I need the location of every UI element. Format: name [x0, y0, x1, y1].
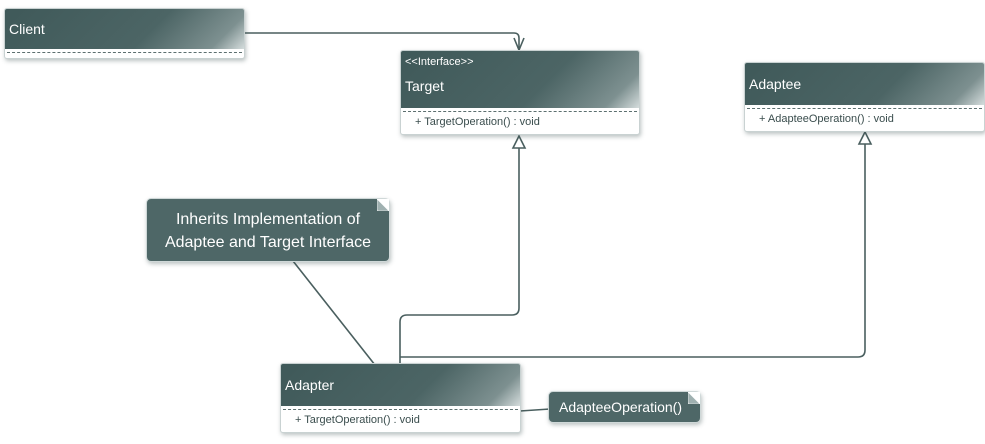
adapter-operation: + TargetOperation() : void: [295, 414, 420, 426]
adapter-class-header: Adapter: [281, 364, 520, 406]
adapter-class-name: Adapter: [285, 377, 335, 393]
adaptee-inheritance-triangle: [857, 130, 873, 145]
adaptee-op-note-anchor-line: [519, 408, 551, 412]
target-inheritance-triangle: [511, 134, 527, 149]
note-fold-icon: [377, 199, 389, 211]
adapter-adaptee-generalization-line: [400, 143, 866, 358]
target-interface-name: Target: [405, 78, 444, 94]
adaptee-class-header: Adaptee: [745, 63, 984, 105]
inherits-note[interactable]: Inherits Implementation of Adaptee and T…: [146, 198, 390, 262]
inherits-note-line-1: Inherits Implementation of: [175, 211, 361, 228]
adaptee-operation-note-text: AdapteeOperation(): [559, 399, 682, 415]
inherits-note-anchor-line: [292, 260, 376, 366]
adapter-class[interactable]: Adapter + TargetOperation() : void: [280, 363, 521, 433]
inherits-note-line-2: Adaptee and Target Interface: [164, 234, 372, 251]
adapter-class-separator: [283, 409, 518, 410]
client-class-separator: [7, 52, 242, 53]
target-stereotype: <<Interface>>: [405, 56, 474, 68]
adaptee-class-separator: [747, 108, 982, 109]
target-interface-separator: [403, 111, 637, 112]
adaptee-operation-note[interactable]: AdapteeOperation(): [548, 391, 701, 423]
adaptee-class[interactable]: Adaptee + AdapteeOperation() : void: [744, 62, 985, 132]
adaptee-operation: + AdapteeOperation() : void: [759, 113, 894, 125]
client-class-header: Client: [5, 9, 244, 49]
client-target-association-line: [244, 32, 520, 50]
adaptee-class-name: Adaptee: [749, 76, 802, 92]
target-interface-header: <<Interface>> Target: [401, 51, 639, 108]
adapter-target-realization-line: [399, 147, 520, 365]
target-operation: + TargetOperation() : void: [415, 116, 540, 128]
note-fold-icon: [688, 392, 700, 404]
client-class-name: Client: [9, 21, 45, 37]
target-interface[interactable]: <<Interface>> Target + TargetOperation()…: [400, 50, 640, 135]
client-class[interactable]: Client: [4, 8, 245, 59]
